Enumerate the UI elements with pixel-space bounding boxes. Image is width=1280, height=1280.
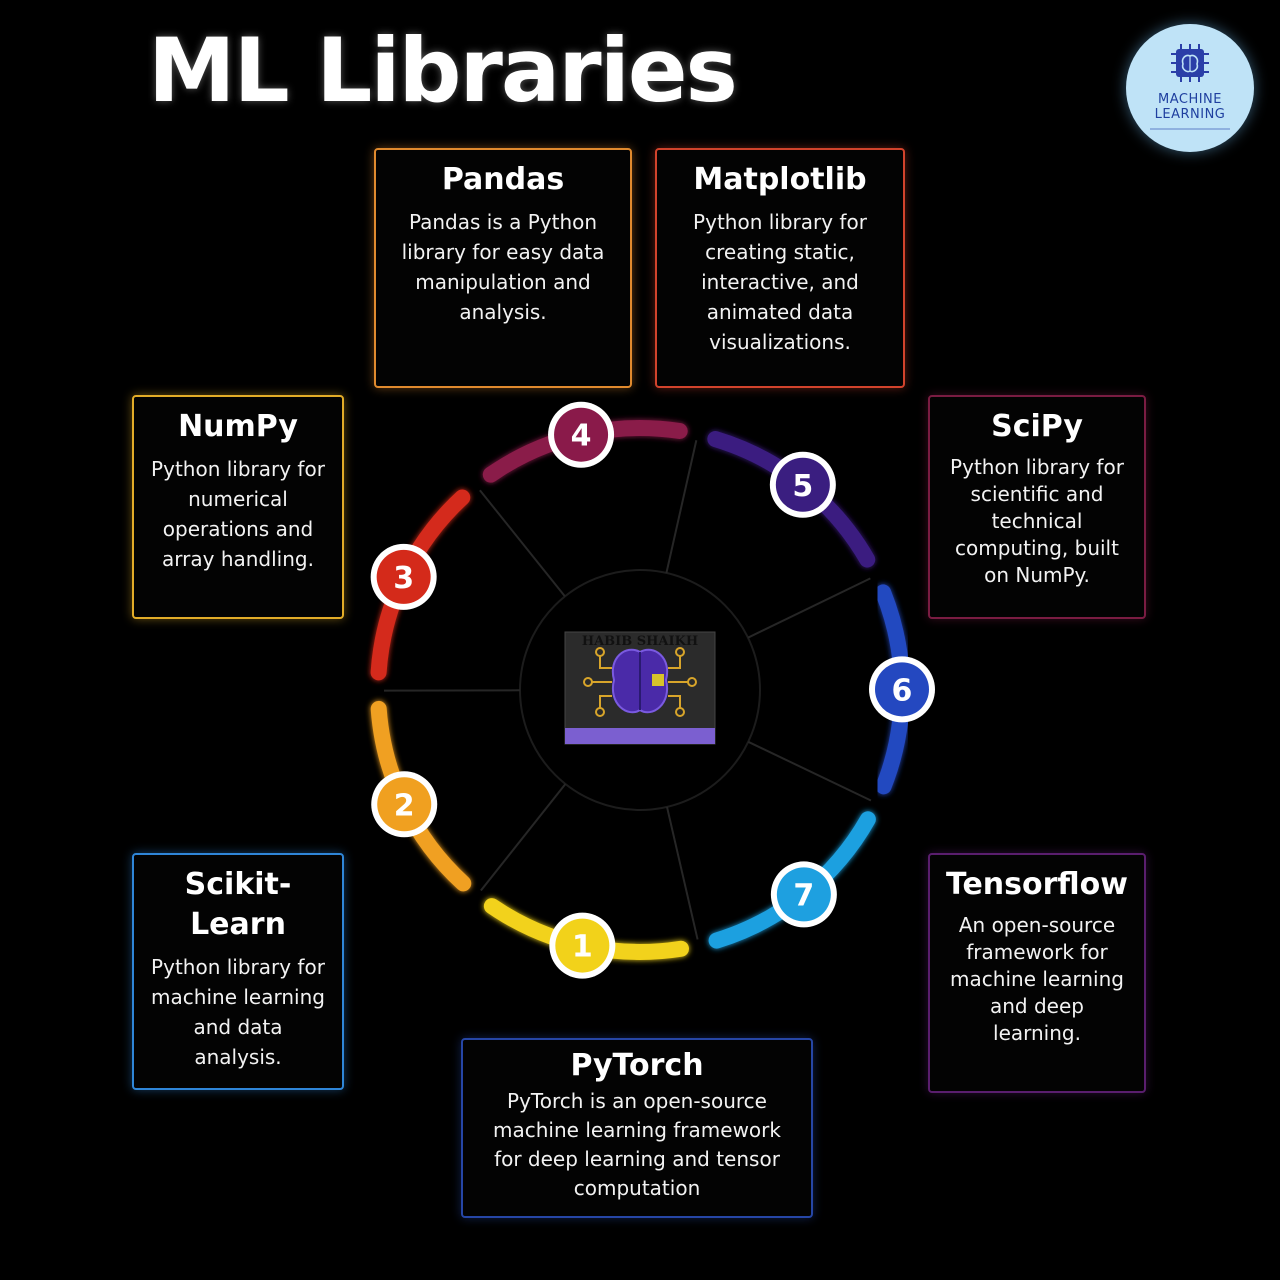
card-description: Python library for scientific and techni…: [950, 455, 1124, 587]
card-description: An open-source framework for machine lea…: [950, 913, 1124, 1045]
badge-fill: [376, 549, 431, 604]
segment-divider: [665, 440, 698, 574]
card-numpy: NumPy Python library for numerical opera…: [132, 395, 344, 619]
card-matplotlib: Matplotlib Python library for creating s…: [655, 148, 905, 388]
card-title: SciPy: [991, 409, 1083, 444]
segment-divider: [747, 740, 872, 802]
brain-chip-icon: [1171, 44, 1209, 82]
badge-number: 6: [892, 673, 913, 708]
hub-watermark: HABIB SHAIKH: [582, 634, 698, 649]
card-title: NumPy: [178, 409, 298, 444]
badge-number: 4: [571, 419, 592, 454]
badge-fill: [554, 407, 609, 462]
card-title: Matplotlib: [693, 162, 867, 197]
badge-fill: [776, 867, 831, 922]
logo-tagline-bar: [1150, 128, 1230, 130]
wheel-number-badges: 1 2 3 4 5 6 7: [370, 401, 935, 979]
segment-divider: [666, 806, 699, 940]
number-badge-3: 3: [370, 543, 437, 610]
brain-circuit-icon: [583, 647, 697, 717]
logo-text-learning: LEARNING: [1154, 107, 1226, 122]
logo-text-machine: MACHINE: [1157, 92, 1222, 107]
hub-brain-image: HABIB SHAIKH: [564, 631, 716, 745]
card-pytorch: PyTorch PyTorch is an open-source machin…: [461, 1038, 813, 1218]
number-badge-1: 1: [549, 912, 616, 979]
badge-fill: [555, 918, 610, 973]
badge-fill: [775, 457, 830, 512]
badge-fill: [377, 777, 432, 832]
badge-number: 7: [793, 878, 814, 913]
badge-number: 3: [393, 561, 414, 596]
wheel-segment-dividers: [383, 440, 872, 940]
card-title: Scikit-Learn: [184, 867, 292, 942]
number-badge-7: 7: [770, 861, 837, 928]
number-badge-6: 6: [868, 656, 935, 723]
segment-divider: [480, 783, 567, 892]
number-badge-2: 2: [371, 771, 438, 838]
card-description: Python library for numerical operations …: [151, 457, 325, 571]
card-tensorflow: Tensorflow An open-source framework for …: [928, 853, 1146, 1093]
card-pandas: Pandas Pandas is a Python library for ea…: [374, 148, 632, 388]
card-description: Python library for creating static, inte…: [693, 210, 867, 354]
card-scikit-learn: Scikit-Learn Python library for machine …: [132, 853, 344, 1090]
card-description: Python library for machine learning and …: [151, 955, 325, 1070]
card-title: Pandas: [441, 162, 565, 197]
page-title: ML Libraries: [148, 19, 738, 122]
hub-ring: [519, 569, 761, 811]
card-description: Pandas is a Python library for easy data…: [401, 210, 605, 324]
card-title: Tensorflow: [945, 867, 1128, 902]
card-scipy: SciPy Python library for scientific and …: [928, 395, 1146, 619]
badge-number: 2: [394, 788, 415, 823]
card-description: PyTorch is an open-source machine learni…: [493, 1089, 781, 1200]
badge-number: 1: [572, 930, 593, 965]
card-title: PyTorch: [570, 1048, 704, 1083]
machine-learning-logo: MACHINE LEARNING: [1126, 24, 1254, 152]
number-badge-5: 5: [769, 451, 836, 518]
segment-divider: [479, 489, 566, 597]
segment-divider: [747, 577, 871, 639]
badge-fill: [874, 662, 929, 717]
number-badge-4: 4: [548, 401, 615, 468]
badge-number: 5: [792, 469, 813, 504]
